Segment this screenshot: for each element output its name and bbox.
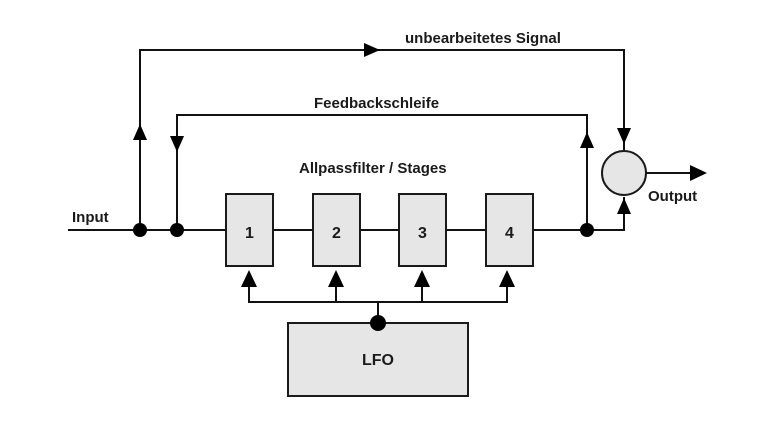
junction-dot — [133, 223, 147, 237]
feedback-label: Feedbackschleife — [314, 95, 439, 112]
arrow-right-icon — [364, 43, 380, 57]
arrow-up-icon — [580, 132, 594, 148]
output-label: Output — [648, 188, 697, 205]
stage-block-2: 2 — [312, 193, 361, 267]
input-label: Input — [72, 209, 109, 226]
stage-label: 2 — [332, 225, 341, 242]
arrow-up-icon — [499, 270, 515, 287]
arrow-right-icon — [690, 165, 707, 181]
wet-wire-to-mixer — [533, 197, 625, 231]
arrow-up-icon — [133, 124, 147, 140]
arrow-up-icon — [414, 270, 430, 287]
junction-dot — [170, 223, 184, 237]
arrow-up-icon — [241, 270, 257, 287]
arrow-down-icon — [617, 128, 631, 144]
lfo-bus — [248, 285, 508, 303]
stage-block-1: 1 — [225, 193, 274, 267]
junction-dot — [580, 223, 594, 237]
stage-block-3: 3 — [398, 193, 447, 267]
dry-signal-label: unbearbeitetes Signal — [405, 30, 561, 47]
feedback-path — [176, 114, 588, 230]
arrow-up-icon — [617, 198, 631, 214]
junction-dot — [370, 315, 386, 331]
dry-signal-path — [139, 49, 625, 230]
arrow-up-icon — [328, 270, 344, 287]
stage-block-4: 4 — [485, 193, 534, 267]
mixer-node — [601, 150, 647, 196]
stage-label: 3 — [418, 225, 427, 242]
lfo-block: LFO — [287, 322, 469, 397]
stages-heading: Allpassfilter / Stages — [299, 160, 447, 177]
stage-label: 4 — [505, 225, 514, 242]
lfo-label: LFO — [362, 352, 394, 369]
stage-label: 1 — [245, 225, 254, 242]
arrow-down-icon — [170, 136, 184, 152]
